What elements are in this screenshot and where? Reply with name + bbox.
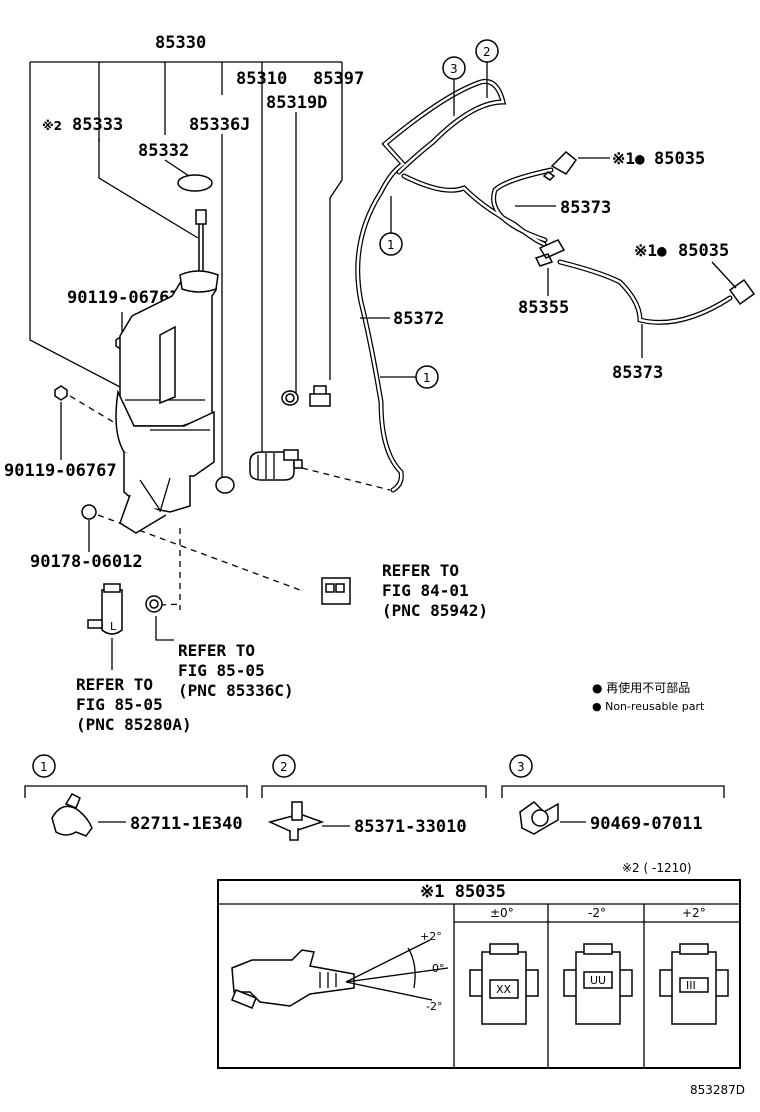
svg-text:L: L — [110, 620, 117, 633]
ref-85336c-line3: (PNC 85336C) — [178, 681, 294, 700]
callout-1-hose-lower: 1 — [380, 365, 439, 389]
hose-85372 — [355, 78, 507, 493]
ref-8401-line2: FIG 84-01 — [382, 581, 469, 600]
svg-text:3: 3 — [517, 760, 525, 774]
ref-85336c-line2: FIG 85-05 — [178, 661, 265, 680]
label-85373-lower: 85373 — [612, 363, 663, 383]
svg-text:1: 1 — [423, 371, 431, 385]
svg-text:UU: UU — [590, 974, 606, 987]
svg-text:1: 1 — [40, 760, 48, 774]
hose-85373-upper — [401, 167, 554, 247]
ref-85280a-line2: FIG 85-05 — [76, 695, 163, 714]
section-2-part: 85371-33010 — [354, 817, 467, 837]
nozzle-85035-lower — [728, 278, 756, 306]
top-view-plus2: III — [659, 943, 729, 1025]
label-85333: 85333 — [72, 115, 123, 135]
leader-85332 — [164, 159, 193, 179]
pump-85310 — [249, 449, 303, 481]
footer-code: 853287D — [690, 1083, 745, 1097]
grommet-85397 — [309, 385, 331, 407]
svg-text:3: 3 — [450, 62, 458, 76]
top-view-pm0: XX — [469, 943, 539, 1025]
callout-1-hose-upper: 1 — [379, 196, 403, 256]
grommet-85336j — [215, 476, 235, 494]
leader-85333 — [98, 138, 199, 239]
label-85332: 85332 — [138, 141, 189, 161]
connector-ref-8401 — [321, 577, 351, 605]
dash-pump-hose — [301, 467, 391, 491]
note-2: ※2 ( -1210) — [622, 861, 692, 875]
legend-jp: ● 再使用不可部品 — [592, 680, 690, 695]
label-85333-note: ※2 — [42, 119, 62, 133]
section-3-part: 90469-07011 — [590, 814, 703, 834]
label-85397: 85397 — [313, 69, 364, 89]
label-85035-upper: 85035 — [654, 149, 705, 169]
svg-text:1: 1 — [387, 238, 395, 252]
table-col-1: -2° — [588, 906, 606, 920]
ref-8401-line1: REFER TO — [382, 561, 459, 580]
label-90178: 90178-06012 — [30, 552, 143, 572]
ref-85280a-line3: (PNC 85280A) — [76, 715, 192, 734]
ref-85336c-line1: REFER TO — [178, 641, 255, 660]
section-3: 3 90469-07011 — [501, 754, 725, 835]
callout-3-hose: 3 — [442, 56, 466, 116]
label-85035-upper-note: ※1● — [612, 149, 645, 168]
label-85319d: 85319D — [266, 93, 327, 113]
label-90119-side: 90119-06767 — [4, 461, 117, 481]
label-85035-lower: 85035 — [678, 241, 729, 261]
svg-text:2: 2 — [280, 760, 288, 774]
washer-tank — [115, 270, 219, 534]
section-1: 1 82711-1E340 — [24, 754, 248, 837]
svg-text:2: 2 — [483, 45, 491, 59]
nut-90178 — [81, 504, 97, 520]
leader-85035-lower — [711, 261, 737, 289]
nozzle-85035-upper — [542, 150, 578, 181]
bolt-90119-side — [54, 385, 68, 401]
top-view-minus2: UU — [563, 943, 633, 1025]
joint-85355 — [534, 239, 566, 267]
label-85372: 85372 — [393, 309, 444, 329]
section-1-part: 82711-1E340 — [130, 814, 243, 834]
hose-85373-lower — [557, 259, 733, 325]
label-85035-lower-note: ※1● — [634, 241, 667, 260]
cap-85332 — [177, 174, 213, 192]
label-90119-top: 90119-06767 — [67, 288, 180, 308]
svg-text:XX: XX — [496, 983, 512, 996]
table-title: ※1 85035 — [420, 882, 506, 902]
dash-tank-pump — [159, 603, 183, 606]
grommet-ref-85336c — [145, 595, 163, 613]
table-col-0: ±0° — [490, 906, 514, 920]
grommet-85319d — [281, 390, 299, 406]
leader-ref-85336c — [155, 616, 174, 641]
table-col-2: +2° — [682, 906, 706, 920]
section-2: 2 85371-33010 — [261, 754, 487, 841]
angle-zero: 0° — [432, 962, 445, 975]
label-85355: 85355 — [518, 298, 569, 318]
label-85336j: 85336J — [189, 115, 250, 135]
ref-8401-line3: (PNC 85942) — [382, 601, 488, 620]
angle-minus2: -2° — [426, 1000, 442, 1013]
ref-85280a-line1: REFER TO — [76, 675, 153, 694]
sensor-85333 — [195, 209, 207, 275]
legend-en: ● Non-reusable part — [592, 700, 705, 713]
nozzle-angle-table: ※1 85035 ±0° -2° +2° +2° 0° -2° XX UU — [217, 879, 741, 1069]
svg-text:III: III — [686, 979, 696, 992]
label-85373-upper: 85373 — [560, 198, 611, 218]
angle-plus2: +2° — [420, 930, 442, 943]
leader-pump — [261, 62, 343, 455]
leader-85330 — [29, 61, 223, 389]
pump-ref-85280a: L — [87, 583, 123, 635]
label-85330: 85330 — [155, 33, 206, 53]
callout-2-hose: 2 — [475, 39, 499, 98]
